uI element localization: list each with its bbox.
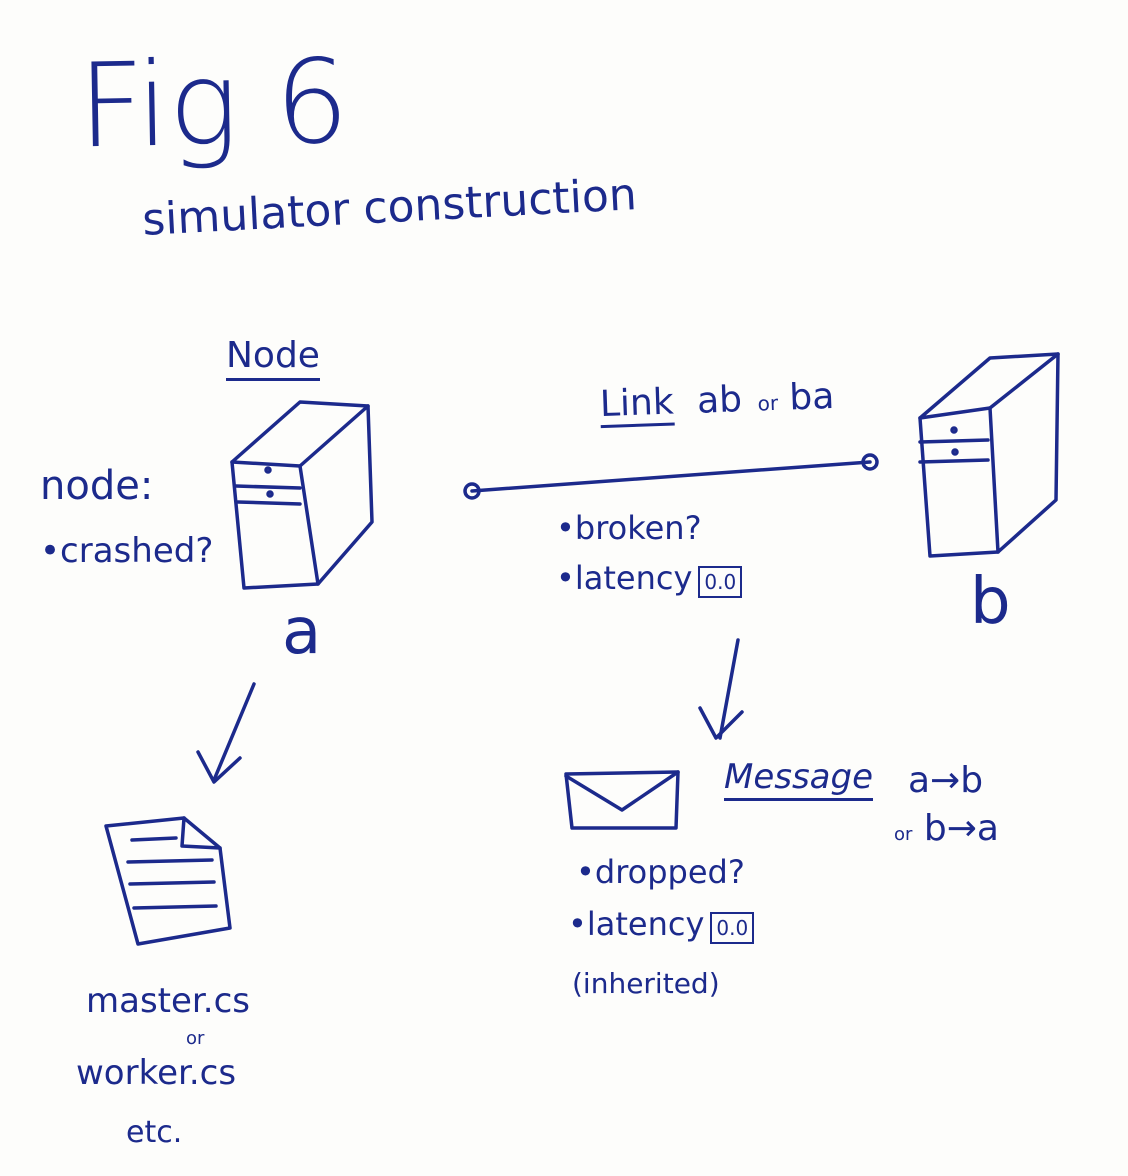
link-names-alt: ba [788,375,835,419]
file-name-2: worker.cs [76,1053,237,1093]
file-or-text: or [186,1028,205,1049]
link-heading: Link [599,381,675,429]
link-prop-latency: •latency [556,559,693,597]
server-a-icon [230,400,374,590]
message-inherited-note: (inherited) [572,967,720,1000]
file-name-1: master.cs [86,981,250,1021]
link-heading-group: Link ab or ba [599,374,835,432]
node-prop-crashed: •crashed? [40,531,214,571]
arrow-down-icon [196,682,256,784]
link-latency-value-box: 0.0 [698,566,743,598]
node-props-label: node: [40,463,154,509]
message-direction-2: b→a [923,808,999,849]
message-heading: Message [724,756,874,801]
link-names: ab [696,379,743,422]
node-heading: Node [226,334,320,381]
message-prop-dropped: •dropped? [576,853,745,891]
arrow-down-icon [698,638,744,740]
server-b-icon [918,352,1060,558]
document-icon [104,816,232,946]
message-prop-latency: •latency [568,905,705,943]
file-etc-text: etc. [126,1115,183,1150]
message-direction-alt-row: or b→a [894,808,999,856]
message-latency-value-box: 0.0 [710,912,755,944]
message-direction-1: a→b [908,760,984,801]
link-line [463,453,879,500]
node-b-label: b [970,565,1011,639]
envelope-icon [564,770,680,830]
node-a-label: a [282,595,322,669]
message-or-text: or [894,824,913,845]
link-or-text: or [757,390,779,416]
link-prop-broken: •broken? [556,509,702,547]
figure-title: Fig 6 [76,34,350,175]
